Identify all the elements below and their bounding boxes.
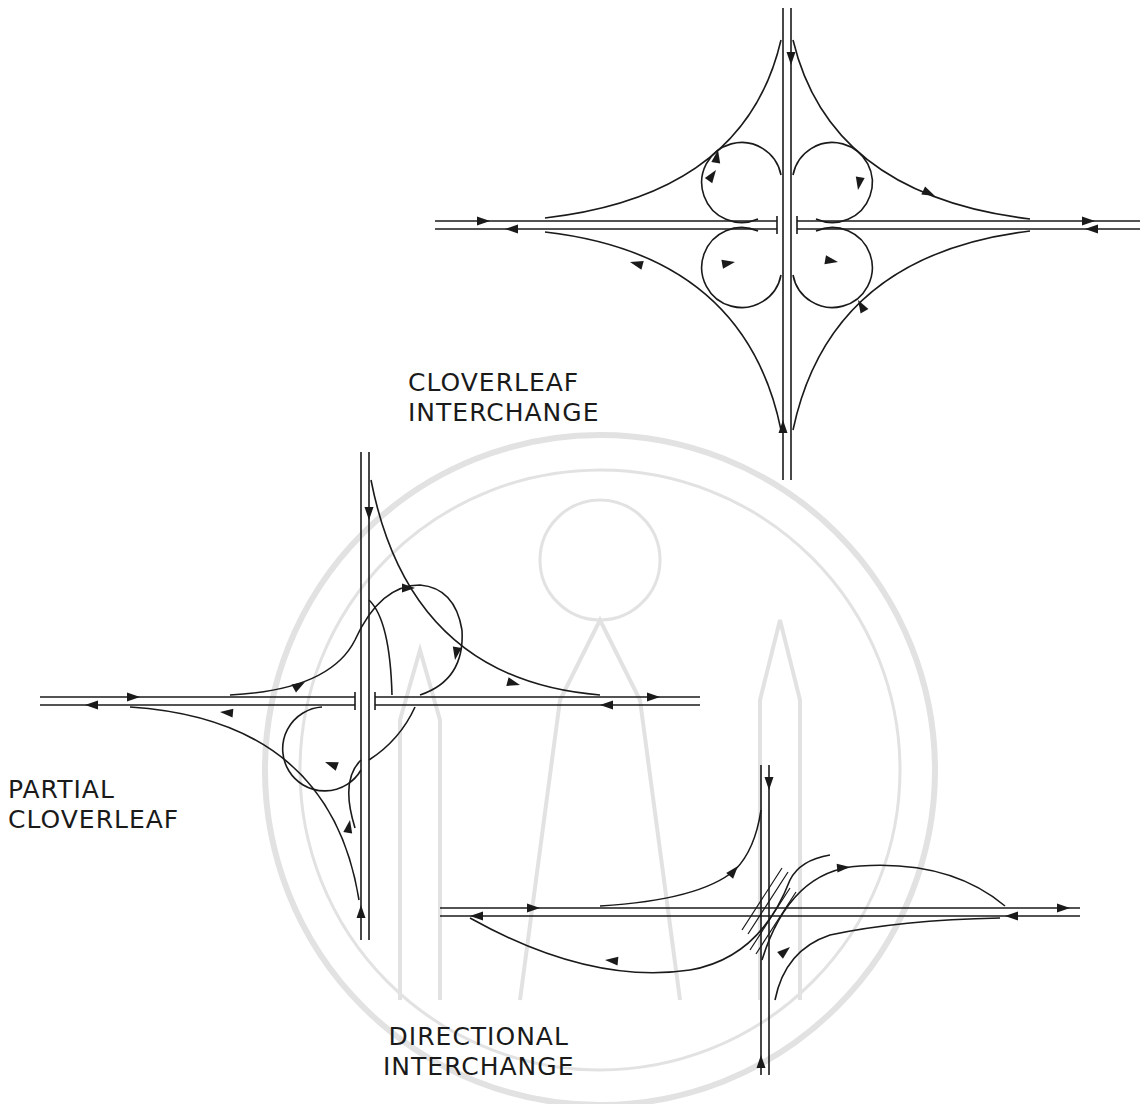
- interchange-title: CLOVERLEAF INTERCHANGE: [408, 368, 600, 428]
- direction-arrows: [85, 52, 1098, 1068]
- roads: [40, 8, 1140, 1075]
- interchange-title: PARTIAL CLOVERLEAF: [8, 775, 179, 835]
- watermark-seal: [265, 435, 935, 1104]
- interchange-title: DIRECTIONAL INTERCHANGE: [383, 1022, 575, 1082]
